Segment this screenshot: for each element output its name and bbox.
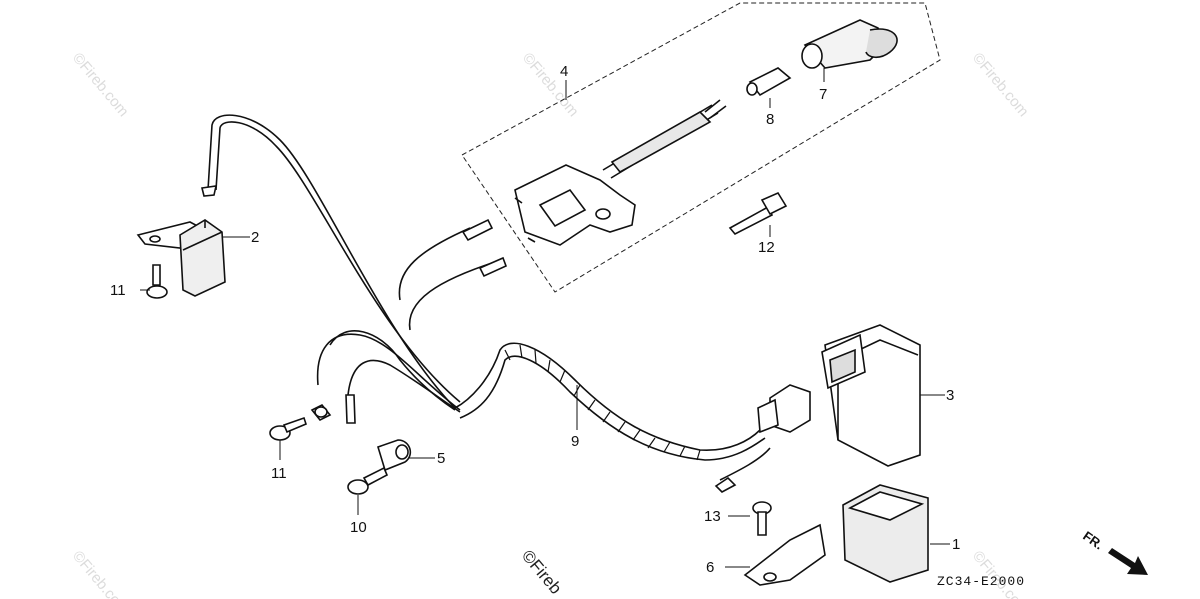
cover-1	[842, 484, 929, 583]
bolt-11-upper	[146, 264, 168, 299]
harness-connector	[757, 384, 811, 434]
spark-plug-cap	[801, 19, 898, 69]
callouts: 1 2 3 4 5 6 7 8 9 10 11 11 12 13	[110, 63, 960, 576]
callout-10: 10	[350, 519, 367, 536]
callout-2: 2	[251, 229, 259, 246]
callout-13: 13	[704, 508, 721, 525]
control-module-3	[821, 324, 921, 467]
callout-3: 3	[946, 387, 954, 404]
front-arrow-icon	[1108, 548, 1148, 575]
ignition-coil	[514, 99, 727, 246]
callout-7: 7	[819, 86, 827, 103]
callout-8: 8	[766, 111, 774, 128]
diagram-code: ZC34-E2000	[937, 574, 1025, 589]
watermark-3: ©Fireb.com	[969, 50, 1032, 120]
bolt-11-lower	[269, 416, 307, 441]
watermark-bottom: ©Fireb	[518, 546, 566, 597]
bracket-module-2	[136, 219, 226, 297]
callout-6: 6	[706, 559, 714, 576]
watermark-2: ©Fireb.com	[519, 50, 582, 120]
clamp-5	[377, 439, 412, 472]
bolt-13	[752, 501, 772, 536]
leader-lines	[140, 68, 950, 568]
callout-5: 5	[437, 450, 445, 467]
watermark-1: ©Fireb.com	[69, 50, 132, 120]
callout-12: 12	[758, 239, 775, 256]
wire-harness	[207, 114, 771, 481]
terminal-clip	[746, 67, 792, 97]
callout-1: 1	[952, 536, 960, 553]
callout-11-upper: 11	[110, 282, 126, 299]
front-direction-indicator: FR.	[1080, 528, 1148, 575]
bolt-12	[728, 191, 788, 236]
watermark-4: ©Fireb.com	[69, 548, 132, 599]
coil-assembly-frame	[461, 2, 941, 293]
stay-6	[743, 523, 826, 586]
front-label: FR.	[1080, 528, 1106, 552]
harness-terminals	[201, 185, 737, 493]
callout-11-lower: 11	[271, 465, 287, 482]
bolt-10	[347, 466, 389, 495]
callout-4: 4	[560, 63, 568, 80]
harness-tape	[504, 344, 701, 461]
callout-9: 9	[571, 433, 579, 450]
